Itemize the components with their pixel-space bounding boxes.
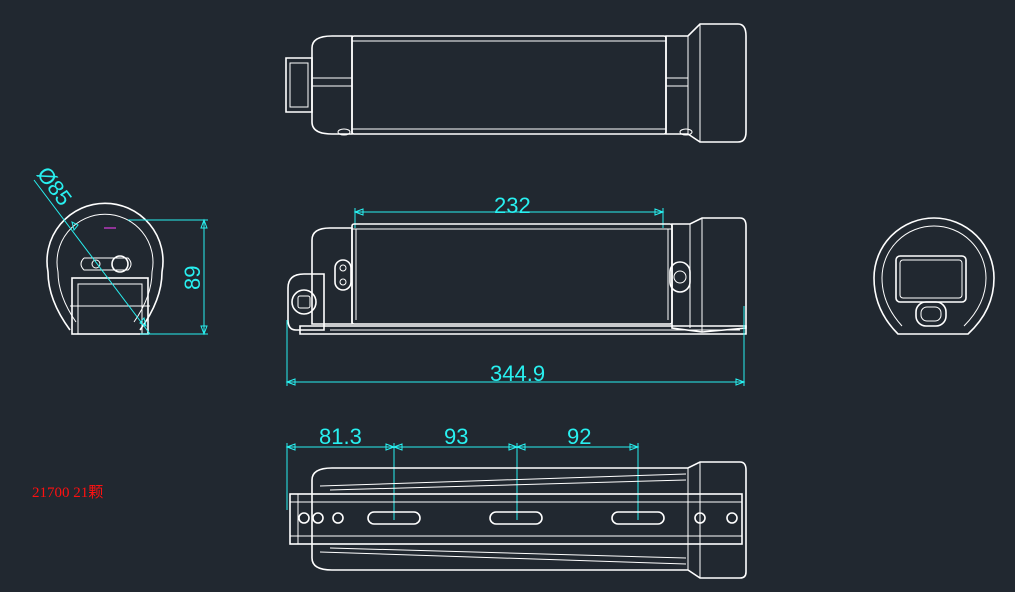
dim-height: 89	[180, 266, 205, 290]
right-end-view	[873, 217, 995, 335]
cell-count-note: 21700 21颗	[32, 485, 103, 501]
top-view	[285, 23, 747, 143]
bottom-view: 81.3 93 92	[285, 424, 747, 579]
front-view: 232 344.9	[285, 193, 747, 386]
dim-overall-length: 344.9	[490, 361, 545, 386]
dim-spacing-2: 93	[444, 424, 468, 449]
left-end-view: Ø85 89	[32, 162, 208, 336]
dim-spacing-1: 81.3	[319, 424, 362, 449]
dim-spacing-3: 92	[567, 424, 591, 449]
dim-inner-length: 232	[494, 193, 531, 218]
